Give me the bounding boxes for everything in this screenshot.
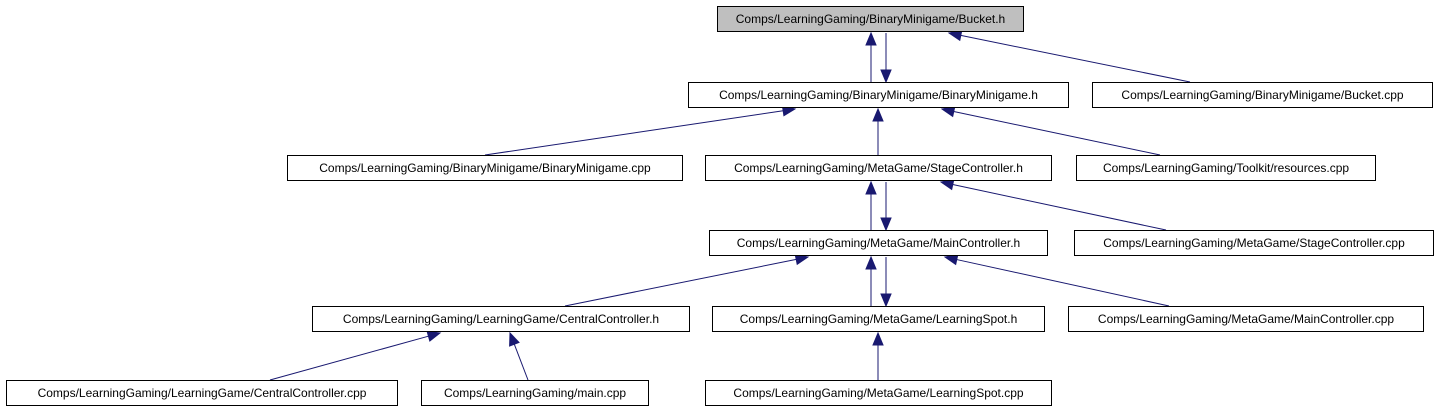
edge-resources_cpp-to-binaryminigame_h: [940, 105, 1161, 156]
edge-stagecontroller_h-to-binaryminigame_h: [872, 107, 884, 155]
edge-binaryminigame_h-to-bucket_h: [865, 31, 877, 82]
node-bucket-cpp[interactable]: Comps/LearningGaming/BinaryMinigame/Buck…: [1092, 82, 1433, 108]
edge-arrowhead: [880, 293, 892, 308]
edge-binaryminigame_cpp-to-binaryminigame_h: [484, 105, 797, 156]
edge-arrowhead: [943, 254, 959, 266]
edge-arrowhead: [880, 69, 892, 84]
node-stagecontroller-h[interactable]: Comps/LearningGaming/MetaGame/StageContr…: [705, 155, 1052, 181]
edge-stagecontroller_cpp-to-stagecontroller_h: [939, 178, 1167, 231]
edge-line: [513, 344, 529, 381]
edge-arrowhead: [865, 180, 877, 195]
edge-arrowhead: [940, 105, 956, 118]
node-binaryminigame-h[interactable]: Comps/LearningGaming/BinaryMinigame/Bina…: [688, 82, 1069, 108]
edge-maincontroller_h-to-learningspot_h: [880, 257, 892, 308]
edge-arrowhead: [880, 217, 892, 232]
edge-arrowhead: [872, 331, 884, 346]
edge-line: [952, 184, 1167, 231]
edge-arrowhead: [865, 31, 877, 46]
node-learningspot-cpp[interactable]: Comps/LearningGaming/MetaGame/LearningSp…: [705, 380, 1052, 406]
node-binaryminigame-cpp[interactable]: Comps/LearningGaming/BinaryMinigame/Bina…: [287, 155, 683, 181]
edge-bucket_cpp-to-bucket_h: [947, 29, 1191, 83]
edge-learningspot_cpp-to-learningspot_h: [872, 331, 884, 380]
edge-centralcontroller_h-to-maincontroller_h: [564, 253, 810, 307]
edge-learningspot_h-to-maincontroller_h: [865, 255, 877, 306]
node-maincontroller-h[interactable]: Comps/LearningGaming/MetaGame/MainContro…: [709, 230, 1048, 256]
edge-main_cpp-to-centralcontroller_h: [509, 331, 529, 381]
edge-line: [960, 34, 1191, 83]
edge-line: [956, 259, 1170, 307]
edge-line: [953, 110, 1161, 156]
edge-line: [564, 258, 797, 307]
edge-line: [484, 110, 784, 156]
node-learningspot-h[interactable]: Comps/LearningGaming/MetaGame/LearningSp…: [712, 306, 1045, 332]
node-bucket-h: Comps/LearningGaming/BinaryMinigame/Buck…: [717, 6, 1024, 32]
node-main-cpp[interactable]: Comps/LearningGaming/main.cpp: [421, 380, 649, 406]
node-centralcontroller-h[interactable]: Comps/LearningGaming/LearningGame/Centra…: [312, 306, 690, 332]
edge-bucket_h-to-binaryminigame_h: [880, 33, 892, 84]
node-resources-cpp[interactable]: Comps/LearningGaming/Toolkit/resources.c…: [1076, 155, 1376, 181]
node-stagecontroller-cpp[interactable]: Comps/LearningGaming/MetaGame/StageContr…: [1074, 230, 1434, 256]
edge-maincontroller_cpp-to-maincontroller_h: [943, 254, 1170, 307]
edge-stagecontroller_h-to-maincontroller_h: [880, 182, 892, 232]
edge-centralcontroller_cpp-to-centralcontroller_h: [269, 330, 442, 381]
edge-arrowhead: [509, 331, 520, 347]
edge-maincontroller_h-to-stagecontroller_h: [865, 180, 877, 230]
edge-arrowhead: [426, 330, 442, 342]
edge-line: [269, 335, 429, 381]
edge-arrowhead: [939, 178, 955, 191]
edge-arrowhead: [872, 107, 884, 122]
node-maincontroller-cpp[interactable]: Comps/LearningGaming/MetaGame/MainContro…: [1068, 306, 1424, 332]
edge-arrowhead: [865, 255, 877, 270]
node-centralcontroller-cpp[interactable]: Comps/LearningGaming/LearningGame/Centra…: [6, 380, 398, 406]
